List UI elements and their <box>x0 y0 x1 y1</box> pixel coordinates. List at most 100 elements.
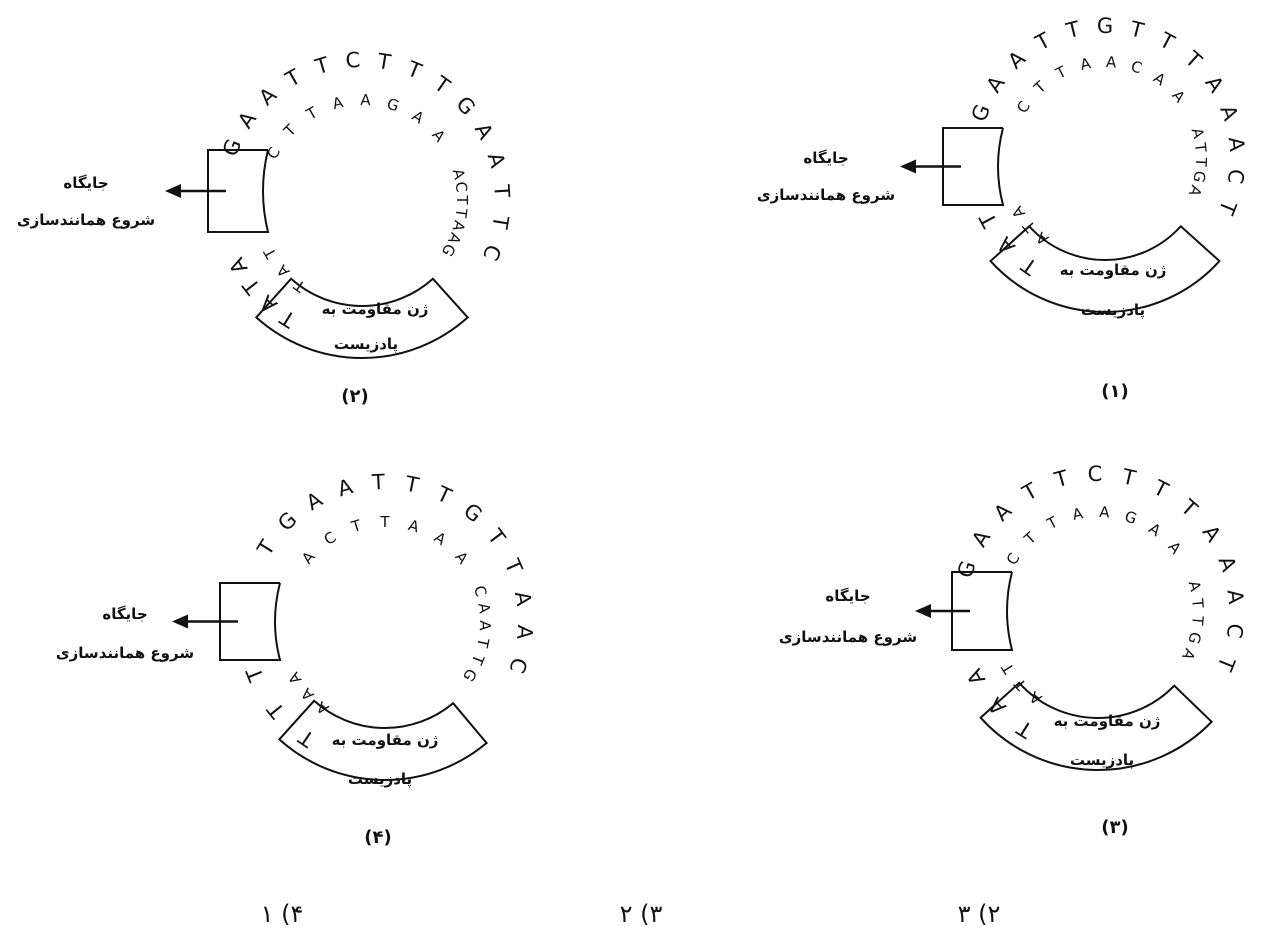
outer-nucleotide: T <box>499 555 527 577</box>
outer-nucleotide: A <box>1224 136 1249 153</box>
inner-nucleotide: A <box>428 126 449 146</box>
replication-origin-box <box>207 149 270 233</box>
answer-option-4[interactable]: ۱ (۴ <box>261 900 304 928</box>
outer-nucleotide: C <box>504 655 531 676</box>
inner-nucleotide: T <box>280 120 301 140</box>
outer-nucleotide: T <box>1155 27 1179 55</box>
inner-nucleotide: T <box>1043 513 1061 534</box>
outer-nucleotide: T <box>429 71 454 99</box>
outer-nucleotide: T <box>371 470 386 495</box>
inner-nucleotide: T <box>453 194 471 205</box>
outer-nucleotide: A <box>302 487 327 515</box>
outer-nucleotide: T <box>238 274 266 300</box>
plasmid-2-origin-label-line1: جایگاه <box>63 174 108 192</box>
outer-nucleotide: T <box>1063 17 1082 44</box>
inner-nucleotide: T <box>348 516 364 536</box>
outer-nucleotide: C <box>345 48 361 73</box>
inner-nucleotide: C <box>1003 550 1024 568</box>
outer-nucleotide: T <box>1212 652 1239 674</box>
plasmid-4-origin-label-line1: جایگاه <box>102 605 147 623</box>
outer-nucleotide: A <box>1003 46 1030 74</box>
outer-nucleotide: A <box>982 71 1010 97</box>
outer-nucleotide: A <box>224 253 252 278</box>
outer-nucleotide: C <box>1223 167 1249 185</box>
inner-nucleotide: A <box>1178 646 1199 664</box>
inner-nucleotide: A <box>1185 183 1206 199</box>
inner-nucleotide: A <box>449 167 469 182</box>
plasmid-3-left-outer-sequence: AAT <box>962 664 1038 743</box>
inner-nucleotide: A <box>298 547 319 567</box>
inner-nucleotide: A <box>474 602 493 615</box>
plasmid-3-caption: (۳) <box>1101 817 1128 838</box>
origin-arrow-head <box>165 184 181 198</box>
inner-nucleotide: T <box>260 244 281 263</box>
antibiotic-resistance-gene-box <box>254 277 470 359</box>
outer-nucleotide: A <box>1198 521 1226 547</box>
outer-nucleotide: T <box>281 64 305 92</box>
plasmid-1-gene-label-line2: پادزیست <box>1081 301 1145 320</box>
outer-nucleotide: T <box>1180 46 1206 73</box>
inner-nucleotide: T <box>473 635 493 650</box>
inner-nucleotide: T <box>451 206 470 219</box>
inner-nucleotide: A <box>1168 87 1189 107</box>
outer-nucleotide: A <box>510 589 536 608</box>
inner-nucleotide: G <box>385 95 402 116</box>
outer-nucleotide: T <box>276 305 301 333</box>
outer-nucleotide: T <box>1214 196 1241 218</box>
outer-nucleotide: G <box>967 101 995 125</box>
plasmid-3-gene-label-line1: ژن مقاومت به <box>1054 712 1161 730</box>
outer-nucleotide: C <box>478 241 506 264</box>
plasmid-2-gene-label-line2: پادزیست <box>334 335 398 354</box>
outer-nucleotide: T <box>375 49 393 75</box>
plasmid-1-origin-label-line2: شروع همانندسازی <box>757 186 895 204</box>
outer-nucleotide: A <box>335 474 356 501</box>
inner-nucleotide: A <box>406 516 422 536</box>
plasmid-1-gene-label-line1: ژن مقاومت به <box>1060 261 1167 279</box>
inner-nucleotide: T <box>1188 597 1207 610</box>
inner-nucleotide: T <box>1052 62 1070 83</box>
inner-nucleotide: A <box>476 620 494 632</box>
outer-nucleotide: T <box>295 724 320 752</box>
inner-nucleotide: T <box>467 651 488 668</box>
plasmid-4-gene-label-line1: ژن مقاومت به <box>332 731 439 749</box>
outer-nucleotide: T <box>242 664 269 686</box>
plasmid-3-origin-label-line2: شروع همانندسازی <box>779 628 917 646</box>
outer-nucleotide: T <box>1013 715 1038 743</box>
inner-nucleotide: A <box>1099 503 1111 522</box>
inner-nucleotide: A <box>1188 126 1208 141</box>
outer-nucleotide: G <box>451 92 480 120</box>
inner-nucleotide: A <box>1079 54 1093 74</box>
outer-nucleotide: G <box>1097 14 1113 38</box>
outer-nucleotide: A <box>989 498 1016 526</box>
outer-nucleotide: T <box>1018 478 1042 506</box>
inner-nucleotide: C <box>321 528 340 549</box>
plasmid-3-gene-label-line2: پادزیست <box>1070 751 1134 770</box>
inner-nucleotide: A <box>360 91 372 109</box>
outer-nucleotide: T <box>1119 464 1138 491</box>
answer-option-3[interactable]: ۲ (۳ <box>620 900 663 928</box>
answer-option-2[interactable]: ۳ (۲ <box>958 900 1001 928</box>
outer-nucleotide: T <box>1176 494 1202 521</box>
plasmid-2-origin-label-line2: شروع همانندسازی <box>17 211 155 229</box>
origin-arrow-head <box>900 159 916 174</box>
replication-origin-box <box>951 571 1014 651</box>
outer-nucleotide: T <box>1031 28 1055 56</box>
inner-nucleotide: T <box>1192 156 1210 168</box>
origin-arrow-head <box>172 614 188 629</box>
inner-nucleotide: C <box>1129 57 1145 77</box>
outer-nucleotide: T <box>1127 16 1146 43</box>
outer-nucleotide: T <box>487 213 513 231</box>
replication-origin-box <box>942 127 1005 206</box>
outer-nucleotide: G <box>273 507 301 536</box>
inner-nucleotide: A <box>409 107 428 128</box>
outer-nucleotide: T <box>1017 252 1042 280</box>
